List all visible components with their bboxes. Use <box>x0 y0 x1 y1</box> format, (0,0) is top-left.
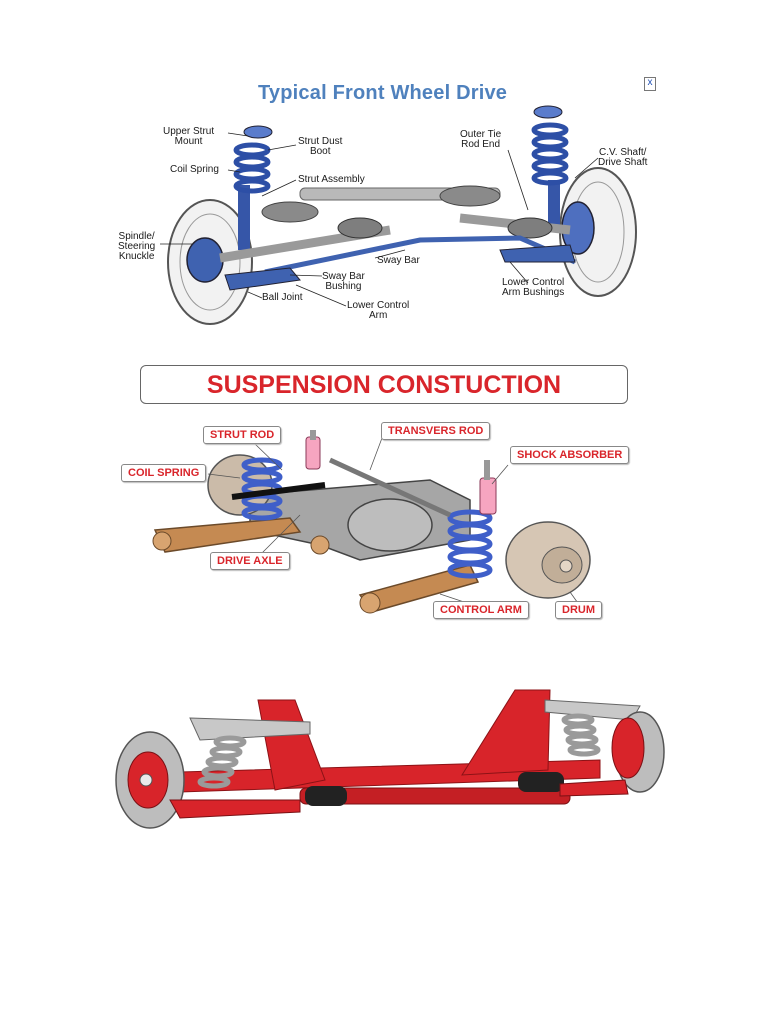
right-coil-spring <box>531 122 569 186</box>
rack-boot-left <box>261 201 319 223</box>
left-hub <box>186 237 224 283</box>
label-sway-bar: Sway Bar <box>377 255 420 266</box>
callout-drum: DRUM <box>555 601 602 619</box>
callout-strut-rod: STRUT ROD <box>203 426 282 444</box>
label-coil-spring: Coil Spring <box>170 164 219 175</box>
right-strut <box>548 180 560 225</box>
suspension-construction-banner: SUSPENSION CONSTUCTION <box>140 365 628 404</box>
label-strut-assembly: Strut Assembly <box>298 174 365 185</box>
broken-image-icon[interactable]: x <box>644 77 656 91</box>
callout-shock-absorber: SHOCK ABSORBER <box>510 446 630 464</box>
front-wheel-drive-illustration <box>160 105 637 325</box>
right-coilover <box>561 713 601 757</box>
red-front-axle-photo <box>104 646 674 878</box>
right-mount <box>461 689 551 776</box>
left-coil-spring <box>233 142 271 194</box>
right-shock <box>479 477 497 515</box>
callout-drive-axle: DRIVE AXLE <box>210 552 290 570</box>
suspension-construction-illustration <box>152 430 591 614</box>
right-lower-arm <box>499 244 576 263</box>
callout-coil-spring: COIL SPRING <box>121 464 207 482</box>
figure1-title: Typical Front Wheel Drive <box>258 82 508 104</box>
left-coilover <box>197 735 247 789</box>
label-cv-shaft: C.V. Shaft/Drive Shaft <box>598 147 648 168</box>
left-shock <box>305 436 321 470</box>
rack-boots <box>305 772 564 806</box>
label-ball-joint: Ball Joint <box>262 292 303 303</box>
callout-control-arm: CONTROL ARM <box>433 601 529 619</box>
strut-rod-shape <box>231 482 326 500</box>
left-lower-arm <box>224 267 301 291</box>
transvers-rod-shape <box>328 457 452 518</box>
right-spring <box>447 509 493 579</box>
rack-boot-right <box>439 185 501 207</box>
callout-transvers-rod: TRANSVERS ROD <box>381 422 491 440</box>
left-strut <box>238 185 250 250</box>
differential <box>347 498 433 552</box>
left-control-arm <box>153 517 302 553</box>
